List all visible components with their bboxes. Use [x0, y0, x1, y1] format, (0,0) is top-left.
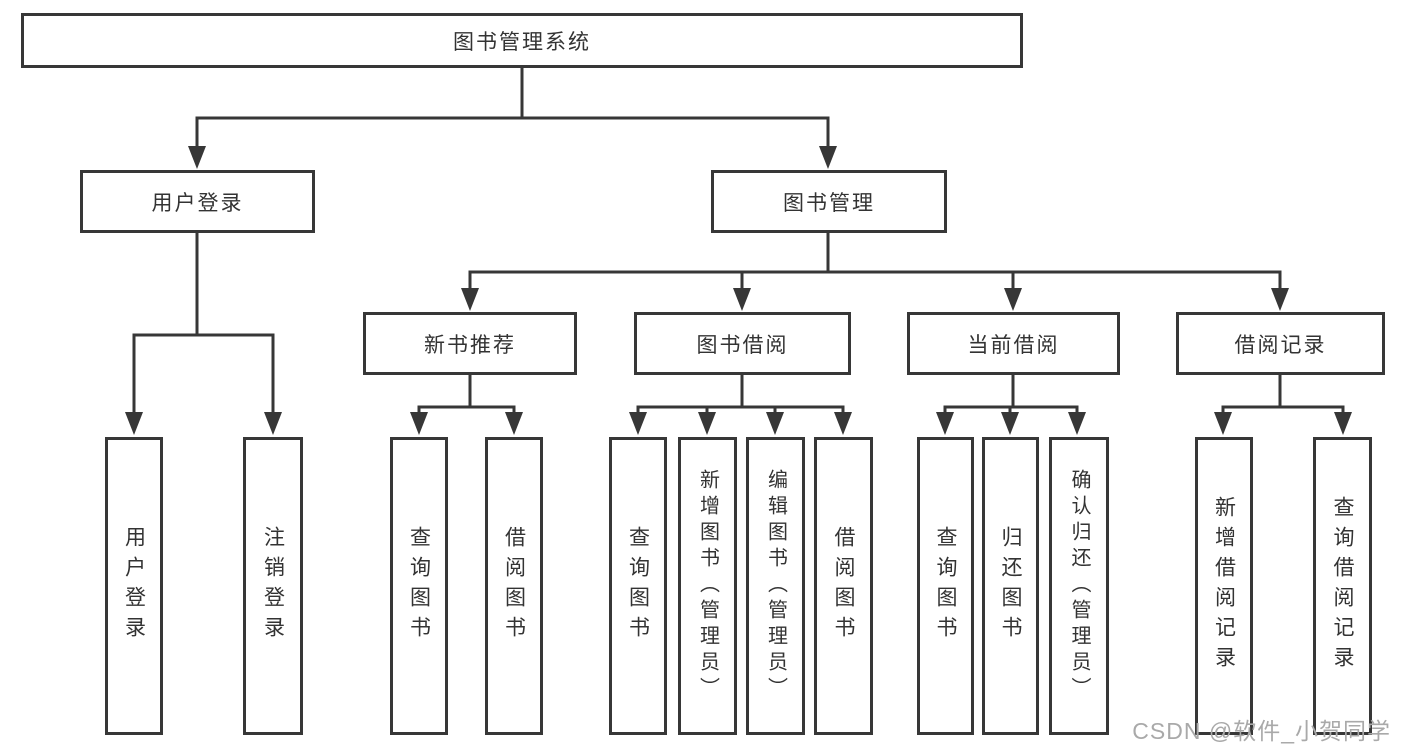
leaf-query-book-recommend: 查询图书	[390, 437, 448, 735]
node-book-management: 图书管理	[711, 170, 947, 233]
node-new-book-recommend: 新书推荐	[363, 312, 577, 375]
leaf-add-book-admin: 新增图书（管理员）	[678, 437, 737, 735]
csdn-watermark: CSDN @软件_小贺同学	[1132, 718, 1391, 744]
node-current-borrow: 当前借阅	[907, 312, 1120, 375]
node-root: 图书管理系统	[21, 13, 1023, 68]
leaf-query-book-borrow: 查询图书	[609, 437, 667, 735]
arrowheads	[125, 146, 1352, 435]
leaf-borrow-book-recommend: 借阅图书	[485, 437, 543, 735]
leaf-query-book-current: 查询图书	[917, 437, 974, 735]
leaf-logout: 注销登录	[243, 437, 303, 735]
node-user-login: 用户登录	[80, 170, 315, 233]
leaf-query-borrow-record: 查询借阅记录	[1313, 437, 1372, 735]
leaf-edit-book-admin: 编辑图书（管理员）	[746, 437, 805, 735]
leaf-add-borrow-record: 新增借阅记录	[1195, 437, 1253, 735]
leaf-return-book: 归还图书	[982, 437, 1039, 735]
leaf-confirm-return-admin: 确认归还（管理员）	[1049, 437, 1109, 735]
node-borrow-records: 借阅记录	[1176, 312, 1385, 375]
leaf-user-login: 用户登录	[105, 437, 163, 735]
node-book-borrow: 图书借阅	[634, 312, 851, 375]
leaf-borrow-book-borrow: 借阅图书	[814, 437, 873, 735]
